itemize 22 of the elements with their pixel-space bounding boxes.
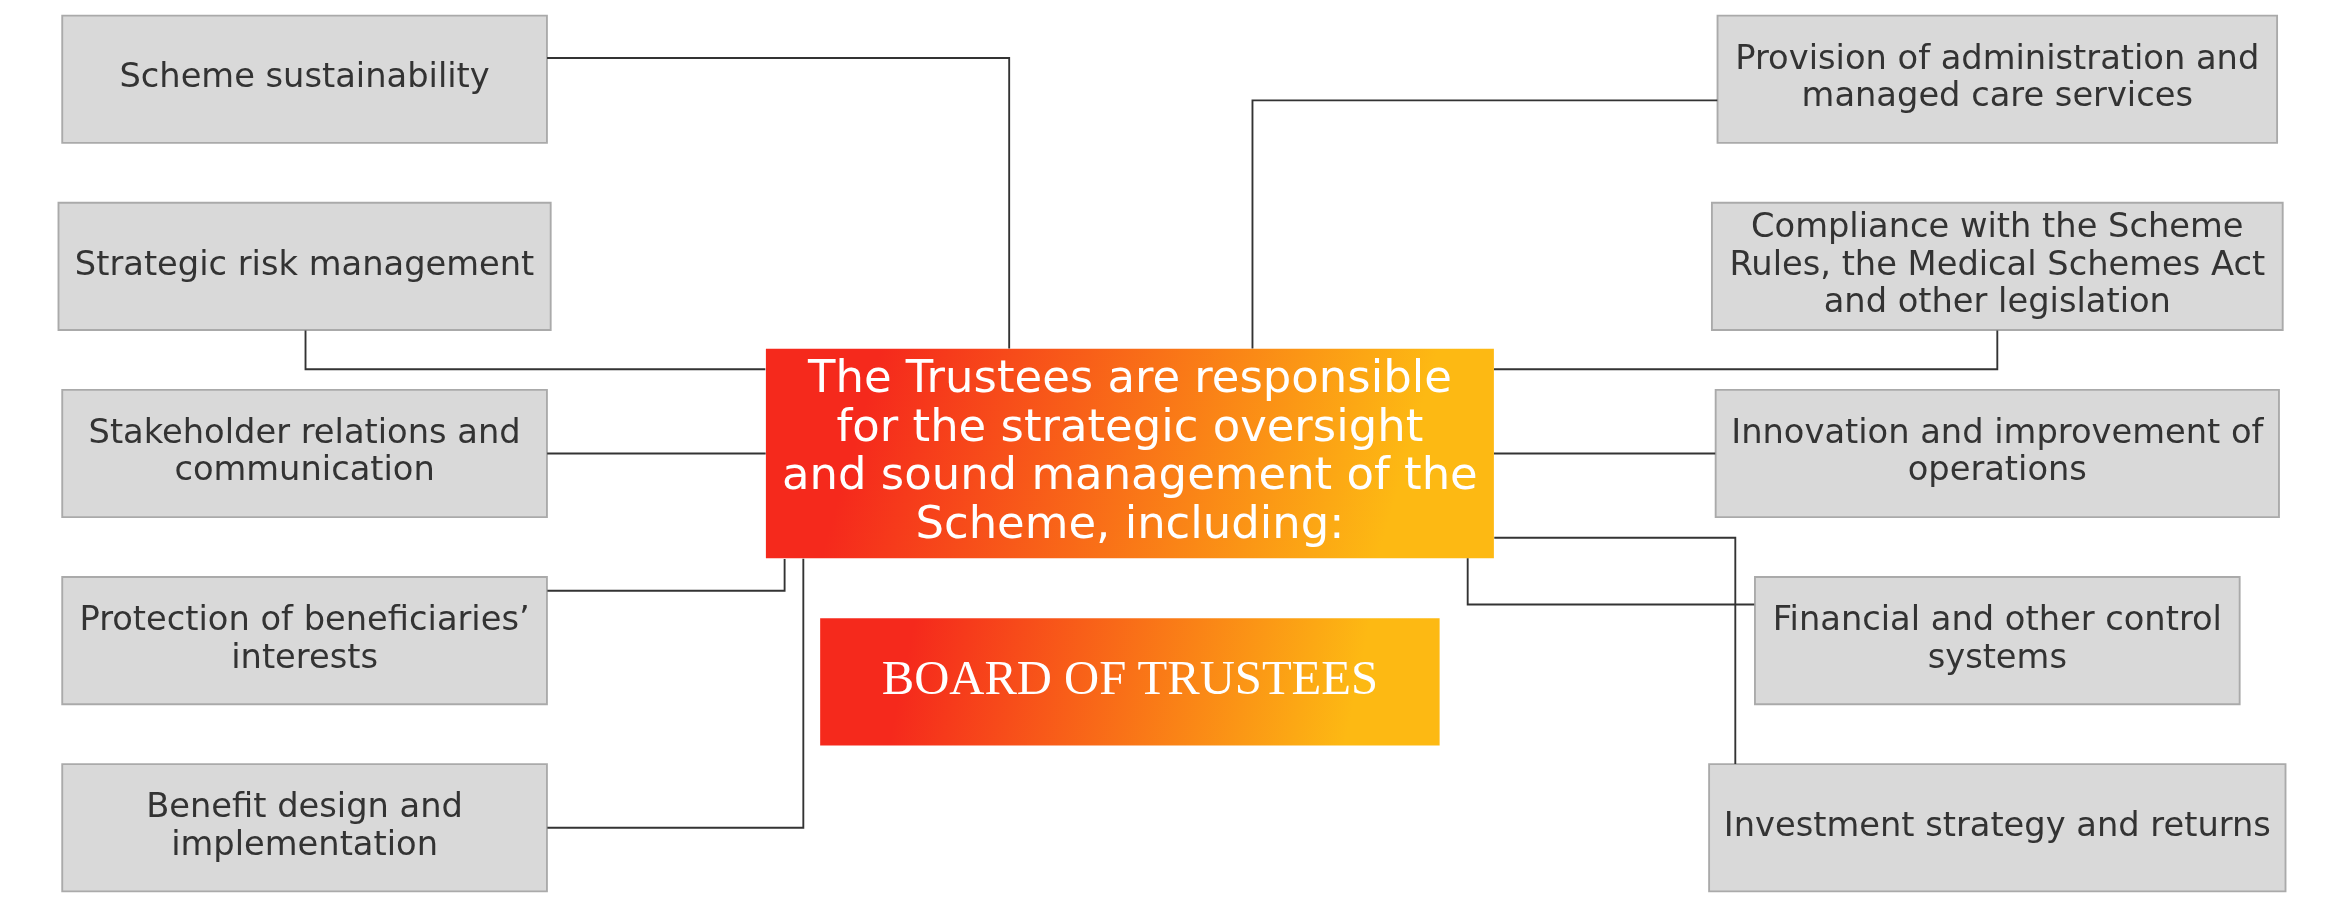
node-box: Compliance with the Scheme Rules, the Medical Schemes Act and other legislation	[1710, 201, 2284, 331]
node-box: Financial and other control systems	[1754, 576, 2241, 706]
node-box: Innovation and improvement of operations	[1714, 388, 2280, 519]
node-box: Strategic risk management	[57, 201, 552, 331]
node-box: Protection of beneficiaries’ interests	[61, 576, 548, 706]
connector	[1493, 536, 1737, 766]
connector	[546, 452, 767, 455]
node-box: Investment strategy and returns	[1708, 763, 2287, 893]
connector	[546, 57, 1011, 350]
connector	[1493, 452, 1717, 455]
connector	[1493, 329, 1999, 371]
connector	[546, 557, 786, 592]
node-box: Scheme sustainability	[61, 14, 548, 144]
node-box: The Trustees are responsible for the strategic oversight and sound management of the Scheme, including:	[765, 348, 1494, 559]
node-box: Provision of administration and managed care services	[1716, 14, 2279, 144]
node-box: Stakeholder relations and communication	[61, 388, 548, 519]
node-box: Benefit design and implementation	[61, 763, 548, 893]
connector	[1251, 99, 1719, 350]
connector	[1466, 557, 1756, 606]
connector	[546, 557, 805, 829]
node-box: BOARD OF TRUSTEES	[820, 618, 1440, 746]
connector	[304, 329, 767, 371]
